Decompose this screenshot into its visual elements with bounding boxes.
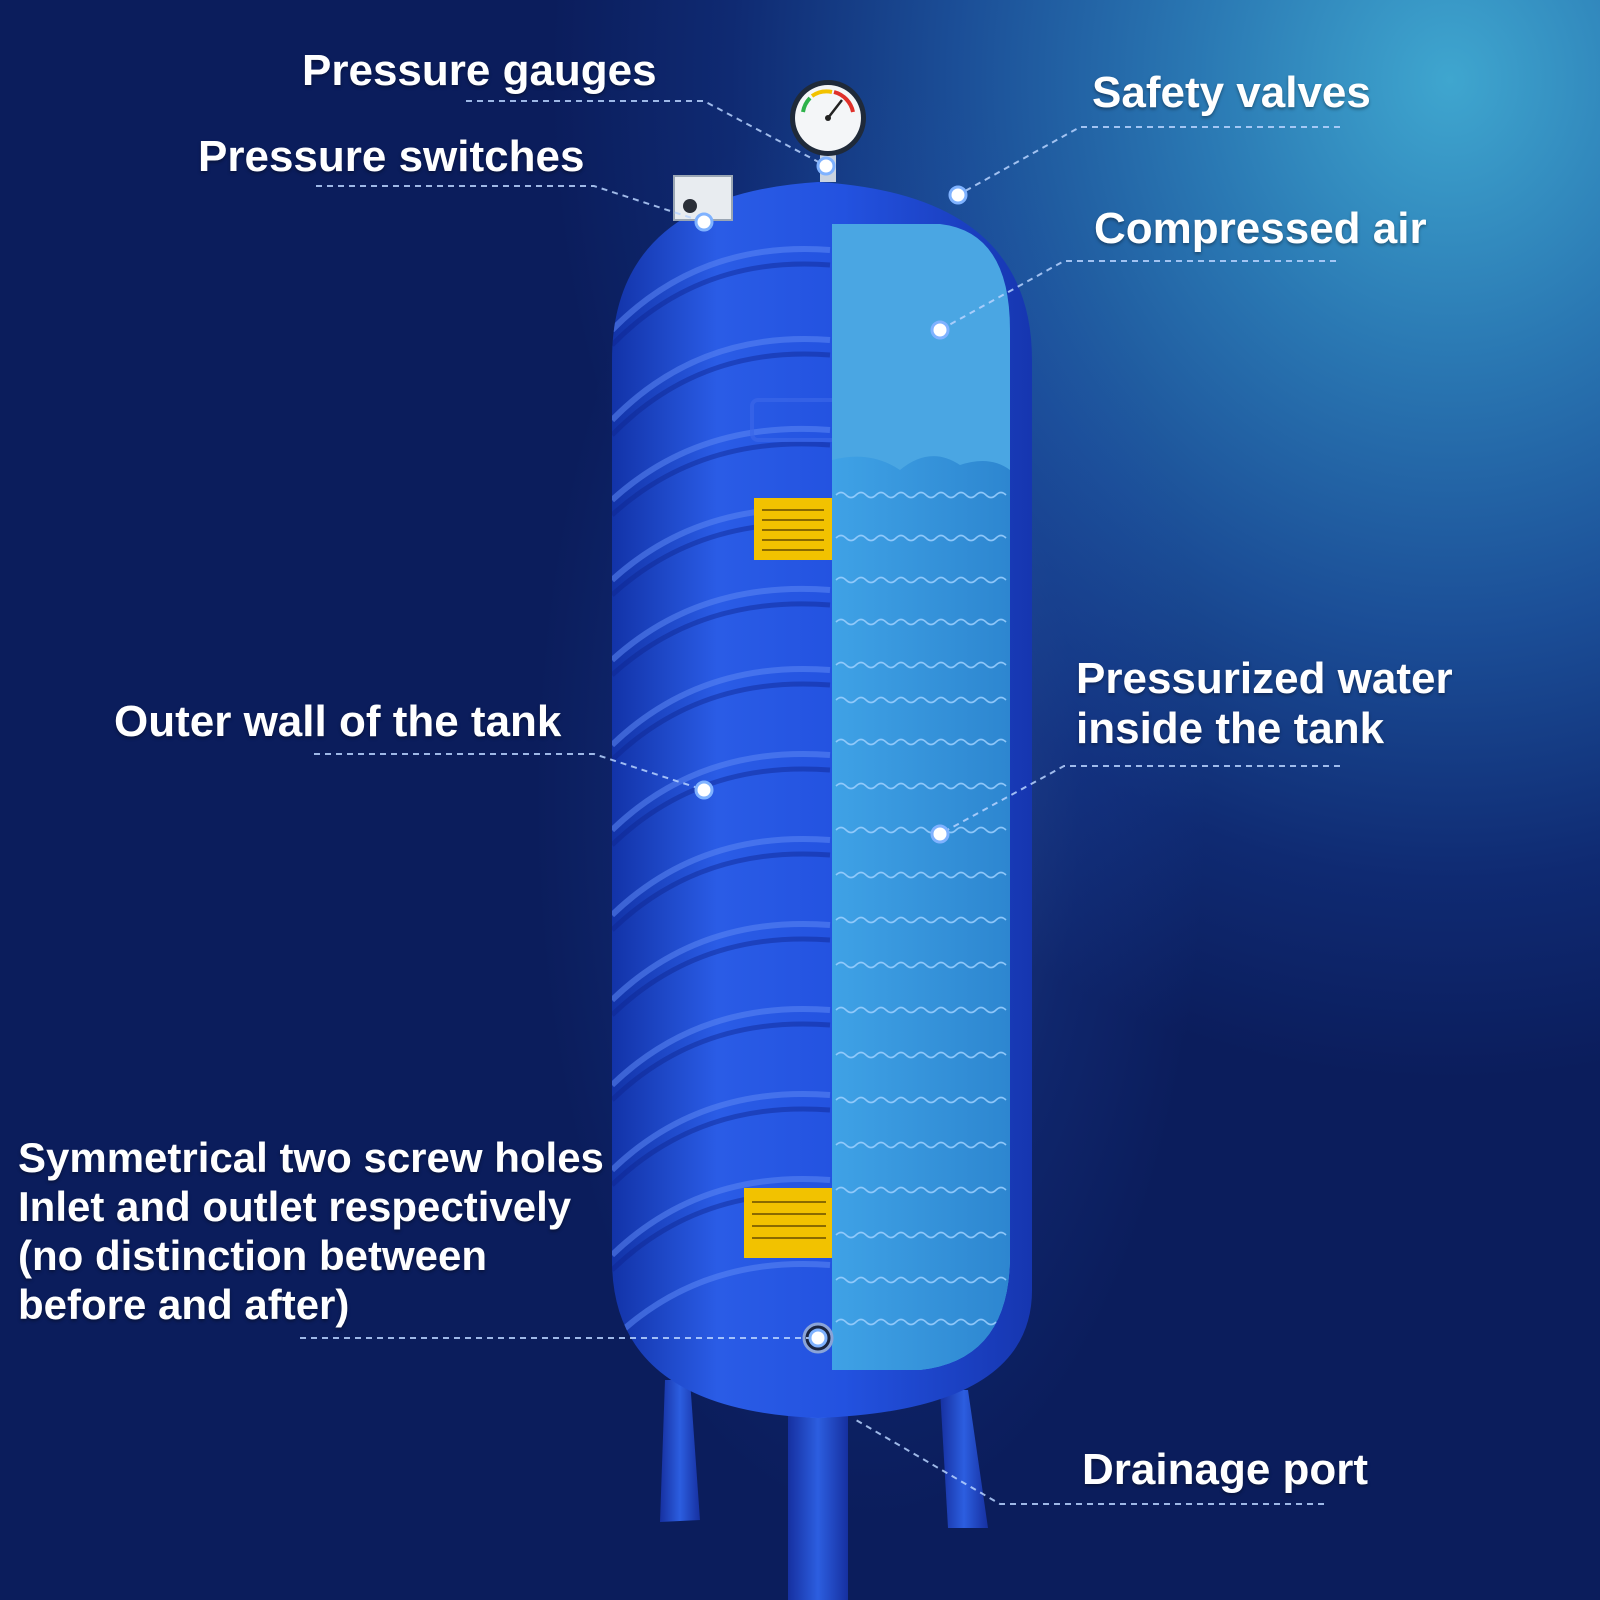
callout-dot-compressed-air [930, 320, 950, 340]
callout-dot-screw-holes [808, 1328, 828, 1348]
callout-line-drainage-port [855, 1419, 1324, 1505]
callout-dot-outer-wall [694, 780, 714, 800]
callout-line-compressed-air [939, 260, 1336, 331]
label-pressurized-water: Pressurized water inside the tank [1076, 654, 1453, 754]
label-pressure-gauges: Pressure gauges [302, 46, 657, 95]
callout-dot-pressurized-water [930, 824, 950, 844]
callout-line-pressurized-water [939, 765, 1340, 835]
callout-dot-safety-valves [948, 185, 968, 205]
tank-cutaway [832, 224, 1010, 1371]
callout-dot-pressure-gauges [816, 156, 836, 176]
label-pressurized-water-line-1: Pressurized water [1076, 654, 1453, 703]
callout-dots [694, 156, 968, 1348]
label-pressurized-water-line-2: inside the tank [1076, 704, 1385, 753]
callout-line-outer-wall [314, 753, 705, 791]
callout-line-safety-valves [957, 126, 1340, 196]
label-screw-holes-line-2: Inlet and outlet respectively [18, 1183, 572, 1230]
warning-label-lower [744, 1188, 832, 1258]
callout-dot-pressure-switches [694, 212, 714, 232]
label-screw-holes-line-3: (no distinction between [18, 1232, 487, 1279]
label-screw-holes: Symmetrical two screw holes Inlet and ou… [18, 1133, 604, 1329]
water-ripples [835, 491, 1007, 1326]
callout-lines [300, 100, 1340, 1505]
label-pressure-switches: Pressure switches [198, 132, 585, 181]
label-screw-holes-line-4: before and after) [18, 1281, 350, 1328]
callout-line-pressure-switches [316, 185, 705, 223]
label-safety-valves: Safety valves [1092, 68, 1371, 117]
callout-line-pressure-gauges [466, 100, 827, 167]
label-screw-holes-line-1: Symmetrical two screw holes [18, 1134, 604, 1181]
warning-label-upper [754, 498, 832, 560]
label-drainage-port: Drainage port [1082, 1445, 1369, 1494]
water-zone [832, 456, 1010, 1371]
pressure-gauge-icon [790, 80, 866, 182]
label-outer-wall: Outer wall of the tank [114, 697, 562, 746]
label-compressed-air: Compressed air [1094, 204, 1427, 253]
